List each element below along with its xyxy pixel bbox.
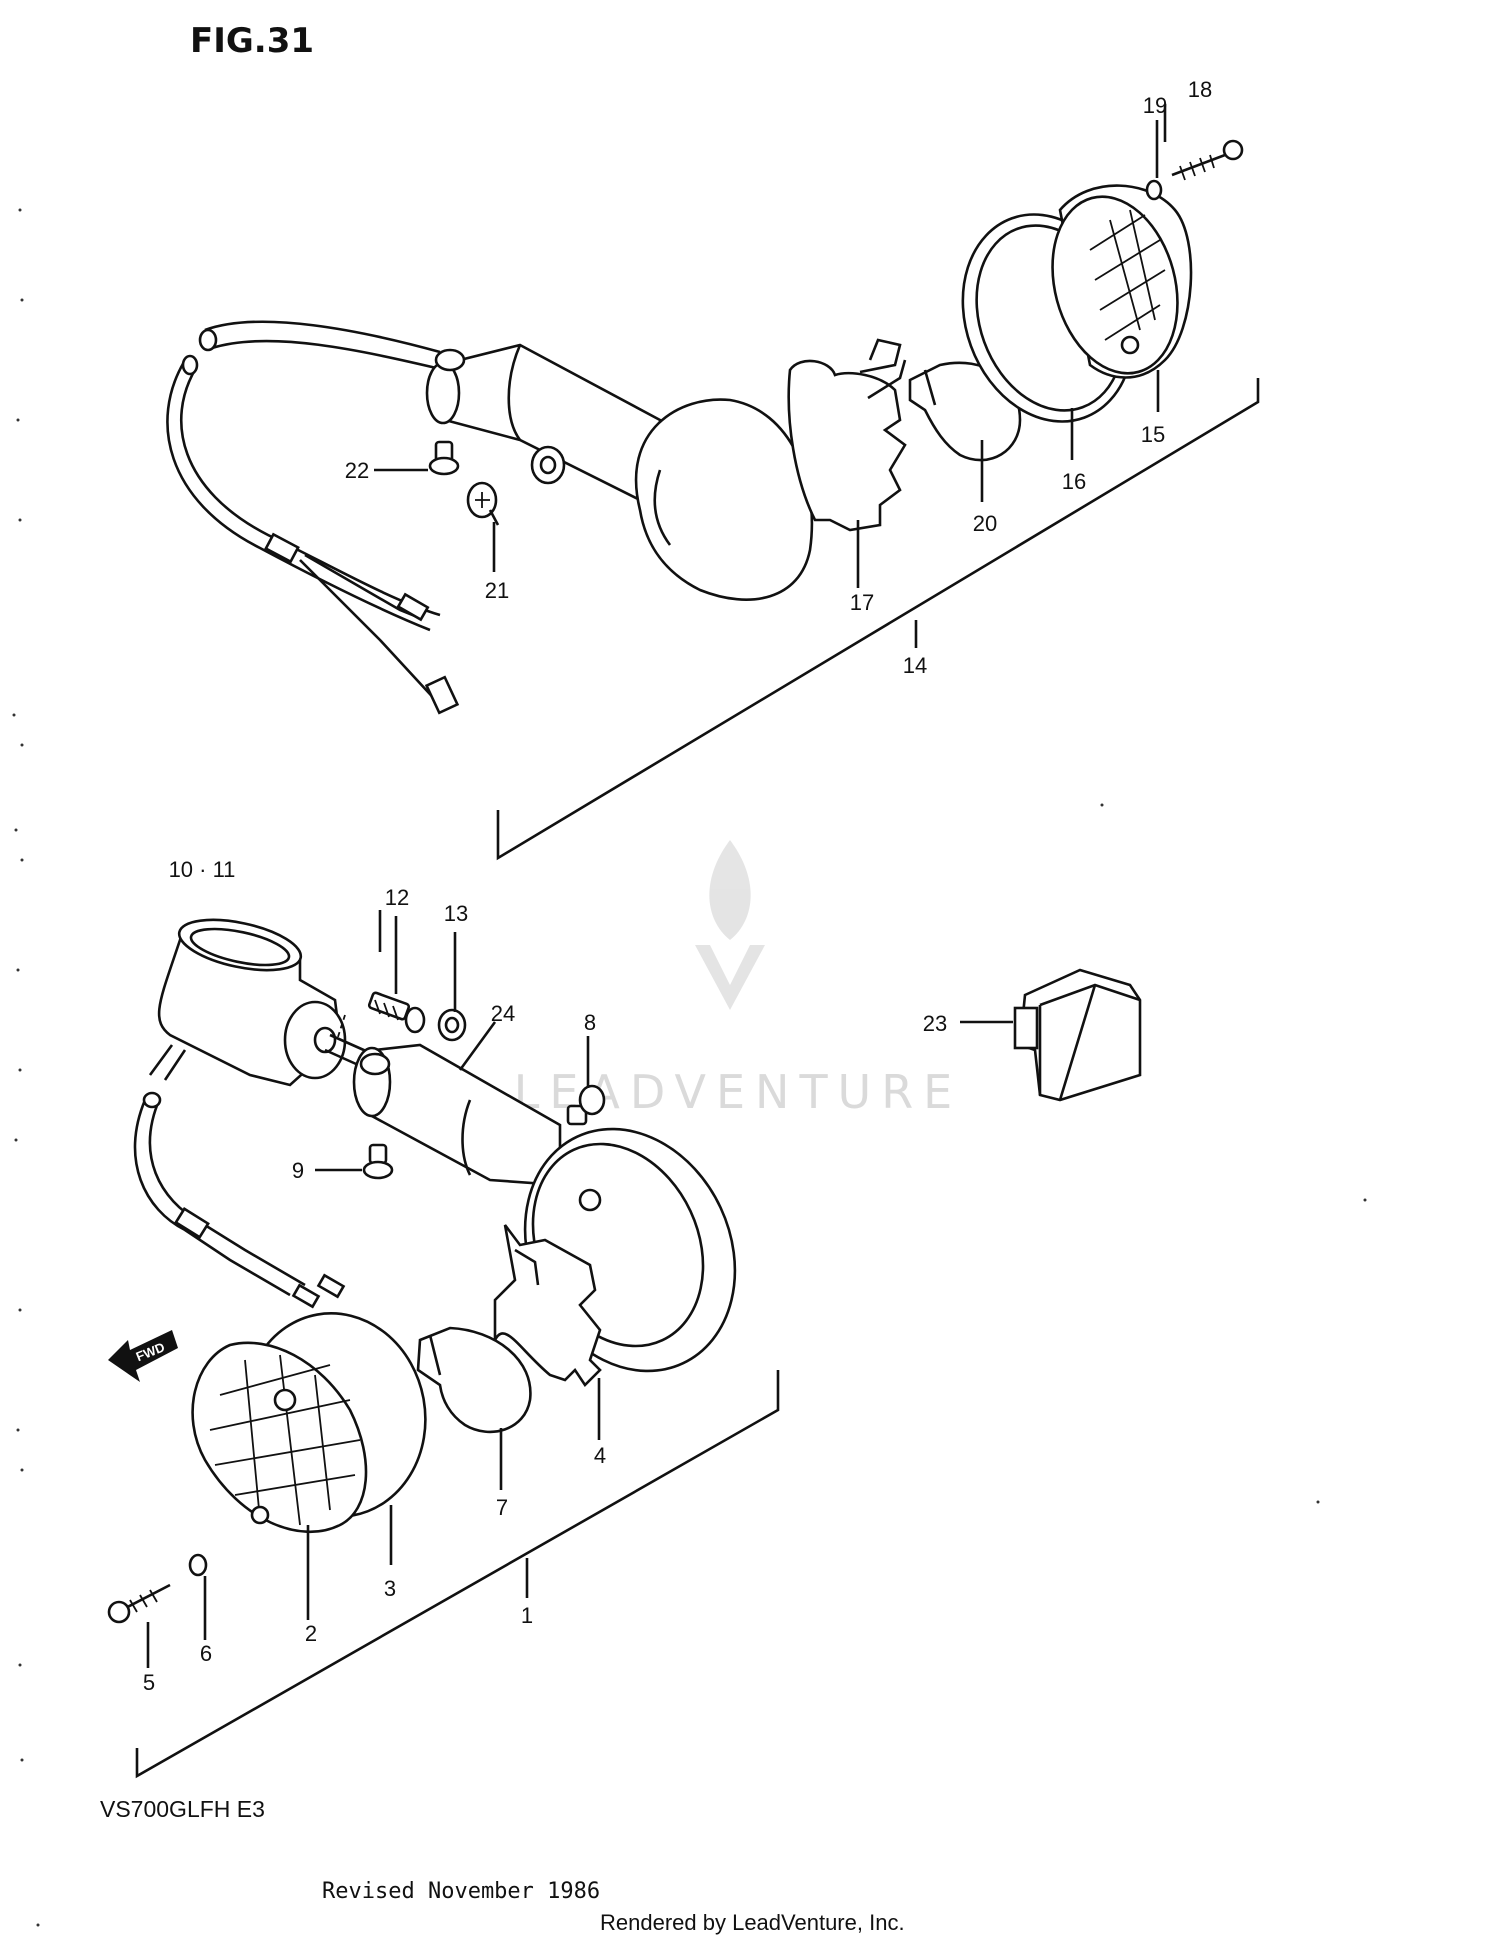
callout-19: 19 (1143, 93, 1167, 118)
arrow-left-icon (108, 1330, 178, 1382)
leadventure-watermark: LEADVENTURE (514, 840, 952, 1119)
socket-plate-4 (493, 1224, 602, 1388)
wire-connector-upper-2 (424, 675, 460, 715)
callout-21: 21 (485, 578, 509, 603)
callout-6: 6 (200, 1641, 212, 1666)
wire-upper-a (204, 320, 441, 354)
wire-lower (133, 1099, 291, 1297)
forward-direction-arrow: FWD (108, 1330, 178, 1382)
washer-6 (188, 1553, 208, 1577)
wire-connector-upper-1 (396, 592, 430, 622)
signal-housing (634, 398, 814, 601)
screw-18 (1171, 153, 1226, 177)
relay-23 (1013, 968, 1142, 1102)
revision-note: Revised November 1986 (322, 1879, 600, 1904)
callout-12: 12 (385, 885, 409, 910)
rear-turn-signal-assembly: 18 19 15 16 20 17 14 22 21 (166, 77, 1260, 861)
wire-connector-lower (174, 1207, 210, 1239)
assembly-bracket-1 (135, 1370, 780, 1779)
callout-10-11: 10 · 11 (169, 857, 236, 882)
callout-14: 14 (903, 653, 927, 678)
bulb-7 (416, 1326, 532, 1434)
callout-5: 5 (143, 1670, 155, 1695)
callout-7: 7 (496, 1495, 508, 1520)
callout-18: 18 (1188, 77, 1212, 102)
screw-9 (368, 1143, 388, 1165)
callout-13: 13 (444, 901, 468, 926)
figure-title: FIG.31 (190, 21, 314, 61)
socket-plate-17 (787, 359, 907, 532)
washer-19 (1145, 179, 1163, 201)
callout-23: 23 (923, 1011, 947, 1036)
scan-marks (12, 208, 1367, 1927)
callout-15: 15 (1141, 422, 1165, 447)
model-code: VS700GLFH E3 (100, 1796, 265, 1822)
callout-3: 3 (384, 1576, 396, 1601)
callout-1: 1 (521, 1603, 533, 1628)
assembly-bracket-14 (496, 378, 1260, 861)
callout-4: 4 (594, 1443, 606, 1468)
screw-8 (566, 1104, 588, 1126)
callout-16: 16 (1062, 469, 1086, 494)
callout-22: 22 (345, 458, 369, 483)
wire-upper-b (166, 361, 431, 632)
callout-17: 17 (850, 590, 874, 615)
callout-24: 24 (491, 1001, 515, 1026)
callout-20: 20 (973, 511, 997, 536)
callout-2: 2 (305, 1621, 317, 1646)
callout-8: 8 (584, 1010, 596, 1035)
rendered-by-credit: Rendered by LeadVenture, Inc. (600, 1910, 905, 1935)
front-turn-signal-assembly: FWD 10 · 11 12 13 24 8 9 23 4 7 3 2 1 6 … (107, 857, 1142, 1779)
callout-9: 9 (292, 1158, 304, 1183)
